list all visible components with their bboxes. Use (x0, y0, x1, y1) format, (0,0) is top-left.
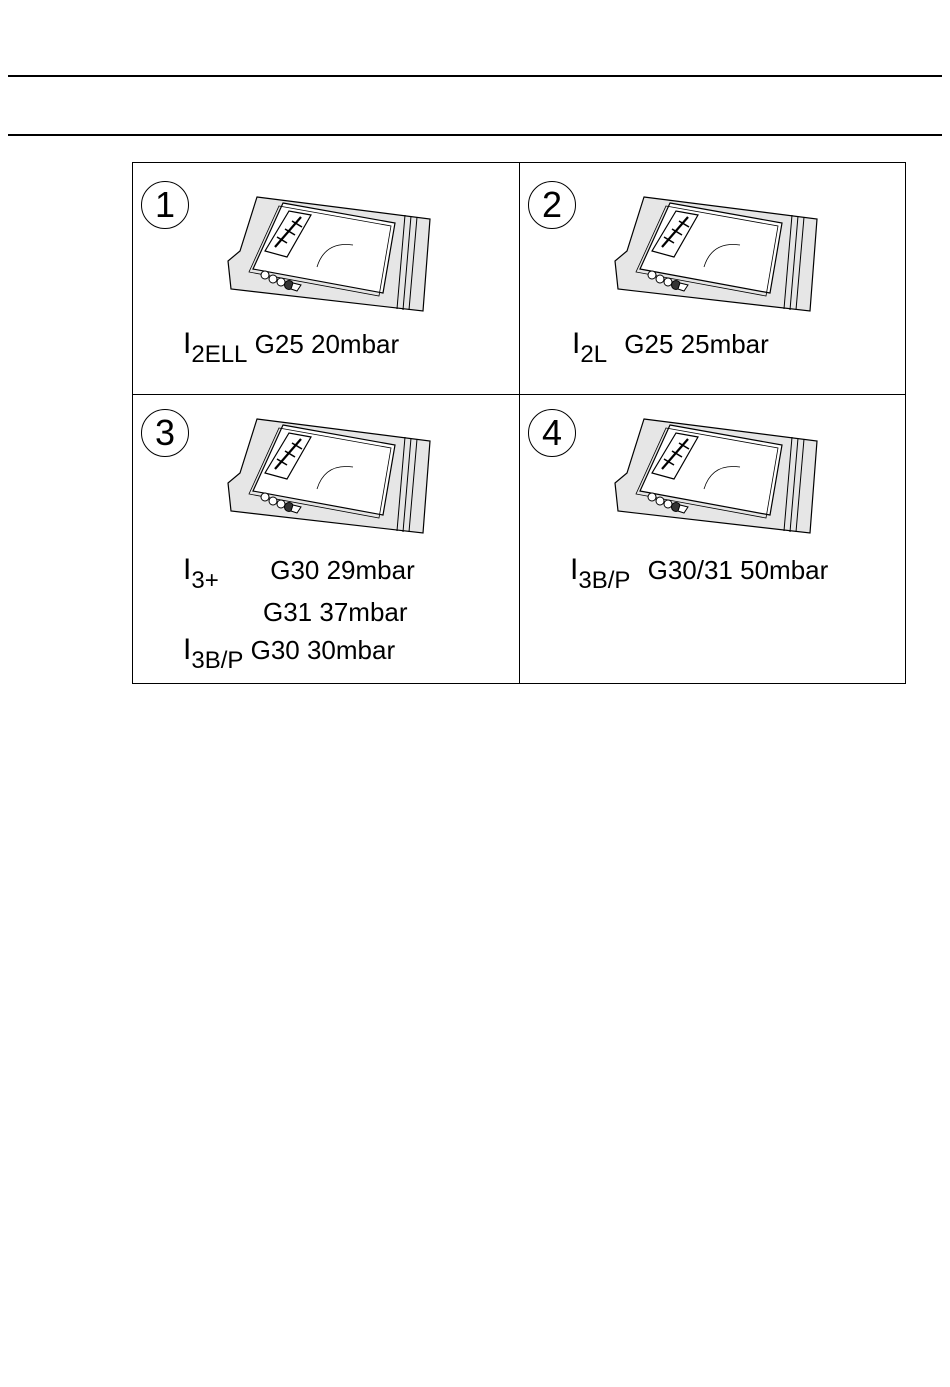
cell-1: 1 I2ELL G25 20mbar (133, 163, 519, 394)
nozzle-pack-icon (225, 193, 435, 313)
gas-line: I3+ G30 29mbar (183, 553, 415, 595)
nozzle-pack-icon (612, 193, 822, 313)
cell-3: 3 I3+ G30 29mbar G31 37mbar I3B/P G30 30… (133, 395, 519, 685)
gas-category: I3+ (183, 553, 263, 595)
gas-category: I2L (572, 327, 607, 360)
cell-4: 4 I3B/P G30/31 50mbar (520, 395, 906, 685)
number-badge: 4 (528, 409, 576, 457)
gas-pressure: G25 25mbar (624, 329, 769, 359)
gas-line: G31 37mbar (263, 597, 408, 628)
gas-pressure: G25 20mbar (255, 329, 400, 359)
gas-line: I2ELL G25 20mbar (183, 327, 399, 369)
nozzle-pack-table: 1 I2ELL G25 20mbar 2 I2L G25 25mbar 3 I3… (132, 162, 906, 684)
gas-category: I2ELL (183, 327, 247, 360)
gas-pressure: G30 29mbar (270, 555, 415, 585)
number-badge: 3 (141, 409, 189, 457)
gas-pressure: G30 30mbar (251, 635, 396, 665)
number-badge: 1 (141, 181, 189, 229)
number-badge: 2 (528, 181, 576, 229)
cell-2: 2 I2L G25 25mbar (520, 163, 906, 394)
second-rule (8, 134, 942, 136)
gas-category: I3B/P (183, 633, 243, 666)
gas-line: I2L G25 25mbar (572, 327, 769, 369)
gas-line: I3B/P G30/31 50mbar (570, 553, 828, 595)
gas-pressure: G31 37mbar (263, 597, 408, 627)
gas-line: I3B/P G30 30mbar (183, 633, 395, 675)
gas-pressure: G30/31 50mbar (648, 555, 829, 585)
nozzle-pack-icon (612, 415, 822, 535)
gas-category: I3B/P (570, 553, 630, 586)
nozzle-pack-icon (225, 415, 435, 535)
top-rule (8, 75, 942, 77)
